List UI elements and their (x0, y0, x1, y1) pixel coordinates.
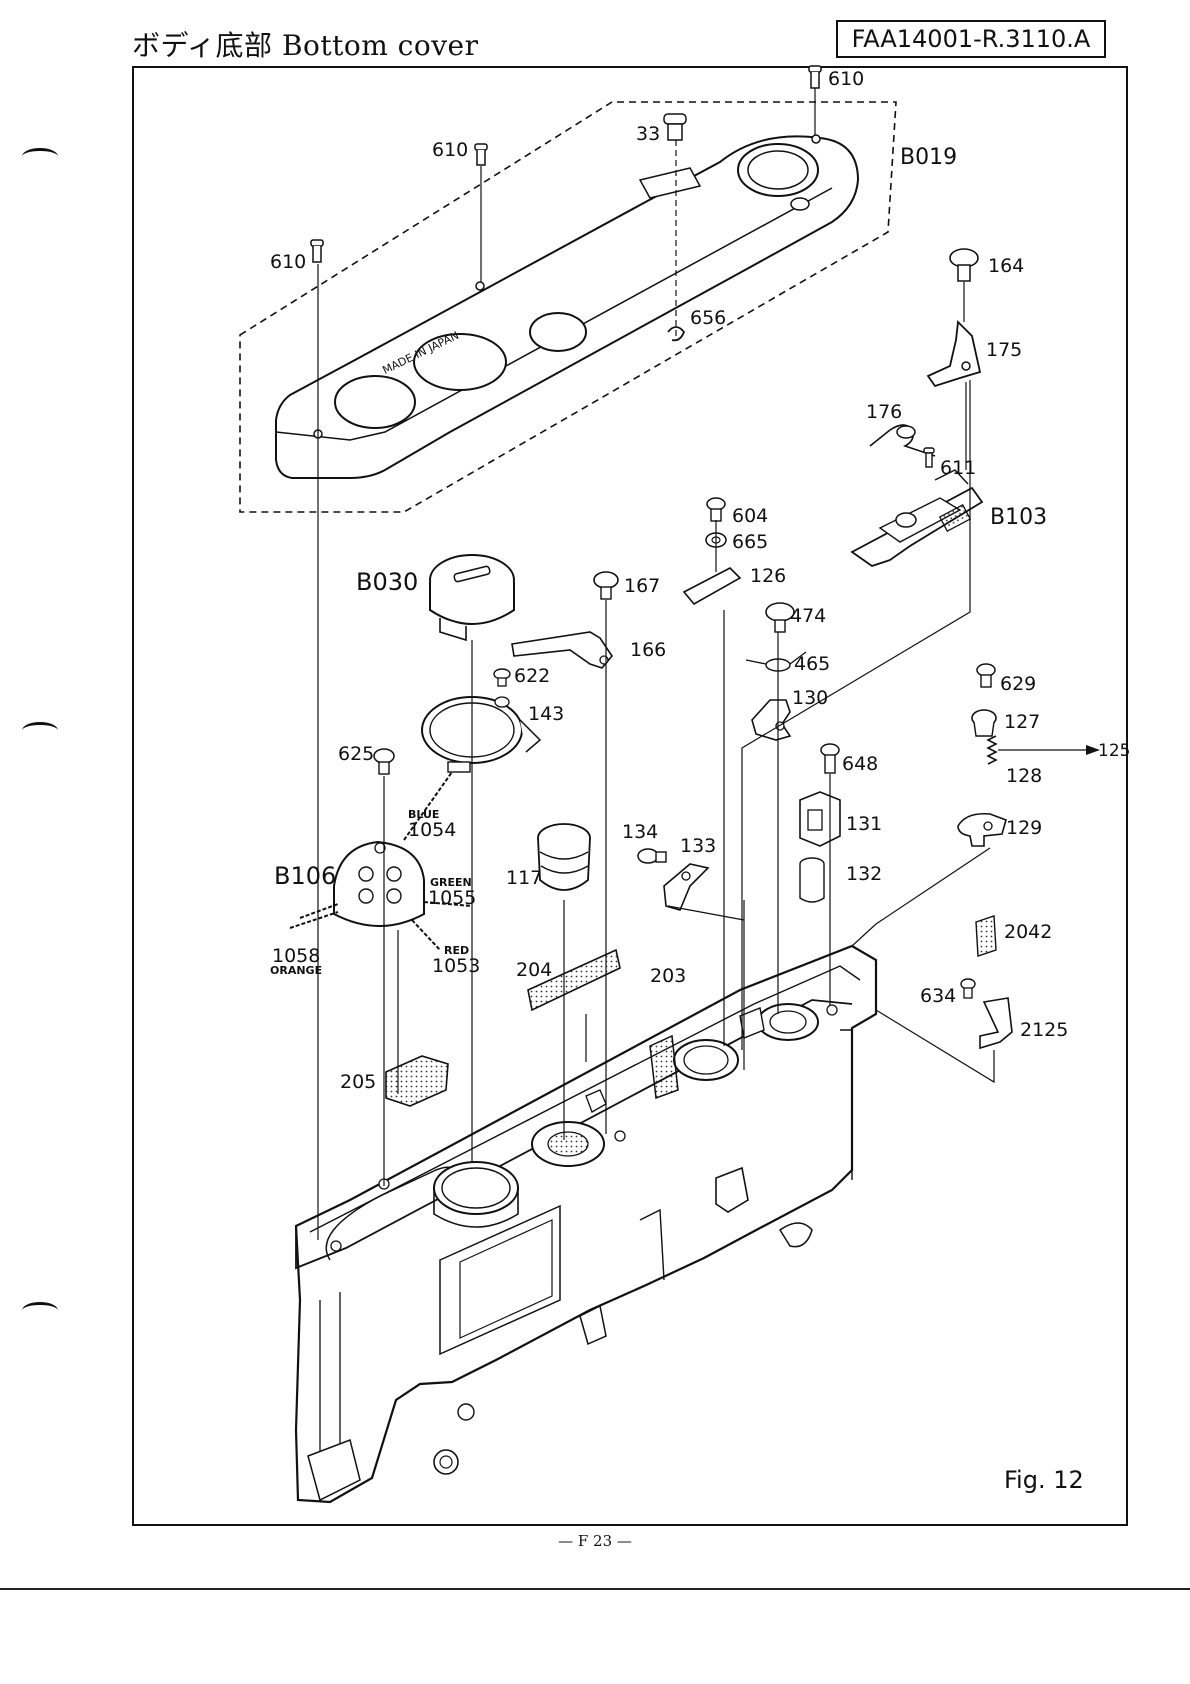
label-622: 622 (514, 665, 550, 687)
label-b106: B106 (274, 862, 336, 890)
label-634: 634 (920, 985, 956, 1007)
label-610-left: 610 (270, 251, 306, 273)
wire-label-blue: BLUE (408, 808, 439, 821)
label-33: 33 (636, 123, 660, 145)
label-465: 465 (794, 653, 830, 675)
label-629: 629 (1000, 673, 1036, 695)
label-128: 128 (1006, 765, 1042, 787)
page-number: — F 23 — (0, 1532, 1190, 1550)
screw-625-icon (374, 749, 394, 774)
label-b103: B103 (990, 505, 1047, 530)
label-204: 204 (516, 959, 552, 981)
label-1055: 1055 (428, 887, 476, 909)
label-164: 164 (988, 255, 1024, 277)
label-2125: 2125 (1020, 1019, 1068, 1041)
lever-133-icon (664, 864, 708, 910)
label-b030: B030 (356, 568, 418, 596)
label-610-top: 610 (828, 68, 864, 90)
label-129: 129 (1006, 817, 1042, 839)
screw-611-icon (924, 448, 934, 467)
bushing-127-icon (972, 710, 996, 736)
bracket-131-icon (800, 792, 840, 846)
label-130: 130 (792, 687, 828, 709)
figure-label: Fig. 12 (1004, 1466, 1084, 1494)
label-132: 132 (846, 863, 882, 885)
bottom-rule (0, 1588, 1190, 1590)
label-117: 117 (506, 867, 542, 889)
lever-129-icon (958, 814, 1006, 846)
label-134: 134 (622, 821, 658, 843)
lever-166-icon (512, 632, 612, 668)
label-127: 127 (1004, 711, 1040, 733)
plate-126-icon (684, 568, 740, 604)
foam-2042-icon (976, 916, 996, 956)
switch-b103-icon (852, 470, 982, 566)
bracket-2125-icon (980, 998, 1012, 1048)
label-131: 131 (846, 813, 882, 835)
label-143: 143 (528, 703, 564, 725)
label-125: 125 (1098, 741, 1130, 761)
cylinder-132-icon (800, 858, 824, 902)
contact-ring-143-icon (422, 697, 540, 772)
label-656: 656 (690, 307, 726, 329)
screw-648-icon (821, 744, 839, 773)
label-b019: B019 (900, 145, 957, 170)
label-604: 604 (732, 505, 768, 527)
pin-33-icon (664, 114, 686, 140)
wire-label-orange: ORANGE (270, 964, 322, 977)
label-167: 167 (624, 575, 660, 597)
label-648: 648 (842, 753, 878, 775)
label-625: 625 (338, 743, 374, 765)
screw-167-icon (594, 572, 618, 599)
label-1054: 1054 (408, 819, 456, 841)
lever-175-icon (928, 322, 980, 386)
screw-622-icon (494, 669, 510, 707)
label-474: 474 (790, 605, 826, 627)
screw-634-icon (961, 979, 975, 998)
foam-205-icon (386, 1056, 448, 1106)
bushing-117-icon (538, 824, 590, 890)
screw-134-icon (638, 849, 666, 863)
label-610-mid: 610 (432, 139, 468, 161)
wire-label-green: GREEN (430, 876, 472, 889)
screw-164-icon (950, 249, 978, 281)
bottom-plate-group: MADE IN JAPAN (240, 102, 896, 512)
terminal-board-b106-icon (290, 772, 472, 950)
spring-128-icon (988, 736, 1100, 764)
label-175: 175 (986, 339, 1022, 361)
label-611: 611 (940, 457, 976, 479)
screw-629-icon (977, 664, 995, 687)
label-126: 126 (750, 565, 786, 587)
label-166: 166 (630, 639, 666, 661)
battery-cover-b030-icon (430, 555, 514, 640)
label-1053: 1053 (432, 955, 480, 977)
wire-label-red: RED (444, 944, 469, 957)
screw-604-icon (707, 498, 725, 521)
lever-130-icon (752, 700, 790, 740)
label-133: 133 (680, 835, 716, 857)
label-665: 665 (732, 531, 768, 553)
label-203: 203 (650, 965, 686, 987)
label-176: 176 (866, 401, 902, 423)
label-2042: 2042 (1004, 921, 1052, 943)
label-205: 205 (340, 1071, 376, 1093)
